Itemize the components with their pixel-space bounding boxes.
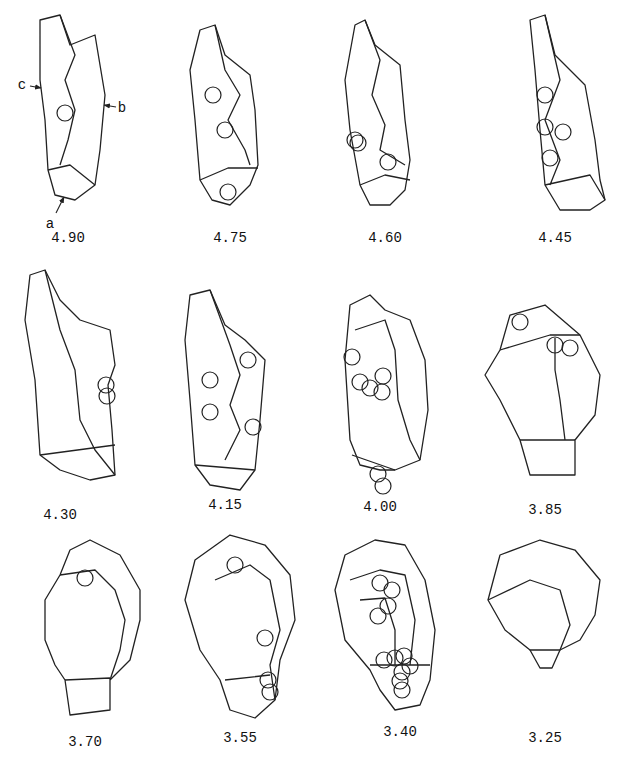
section-outline	[185, 535, 295, 718]
part-letter: c	[18, 78, 26, 92]
section-outline	[530, 15, 605, 210]
section-outline	[45, 540, 140, 715]
part-letter: a	[46, 217, 54, 231]
section-outline	[40, 15, 105, 200]
section-outline	[335, 540, 435, 710]
section-outline	[190, 25, 258, 205]
section-outline	[344, 295, 428, 494]
section-level: 4.30	[43, 508, 77, 522]
section-level: 4.00	[363, 500, 397, 514]
part-letter: b	[118, 101, 126, 115]
section-outline	[488, 540, 600, 668]
section-level: 4.90	[51, 231, 85, 245]
section-level: 3.70	[68, 735, 102, 749]
section-level: 3.25	[528, 731, 562, 745]
section-level: 3.55	[223, 731, 257, 745]
section-level: 3.40	[383, 725, 417, 739]
section-outline	[485, 305, 600, 475]
section-level: 4.60	[368, 231, 402, 245]
section-level: 4.15	[208, 498, 242, 512]
section-level: 4.75	[213, 231, 247, 245]
leader-line	[30, 86, 116, 213]
section-outline	[345, 20, 410, 205]
section-outline	[185, 290, 265, 490]
section-level: 4.45	[538, 231, 572, 245]
section-outline	[25, 270, 115, 480]
section-level: 3.85	[528, 503, 562, 517]
